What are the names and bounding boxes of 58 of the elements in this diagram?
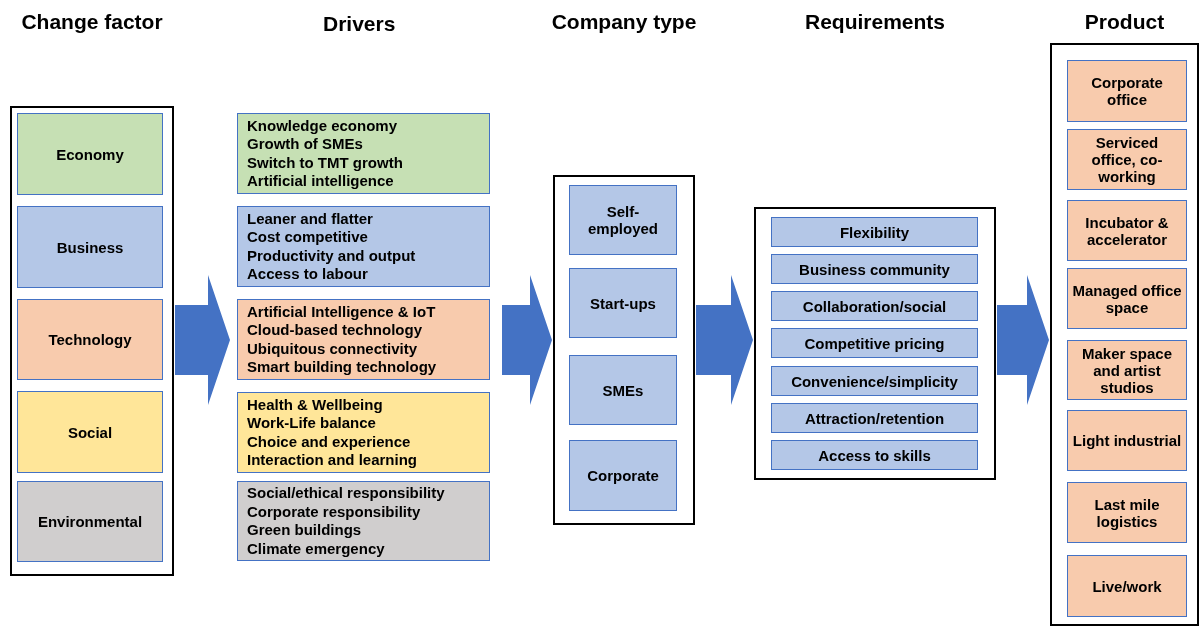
block-arrow — [175, 275, 230, 405]
driver-item: Ubiquitous connectivity — [247, 339, 418, 358]
driver-item: Choice and experience — [247, 432, 412, 451]
driver-item: Productivity and output — [247, 246, 417, 265]
driver-item: Access to labour — [247, 265, 369, 284]
driver-item: Knowledge economy — [247, 116, 399, 135]
block-arrow — [997, 275, 1049, 405]
category-box: Maker space and artist studios — [1067, 340, 1187, 400]
driver-box — [237, 299, 490, 380]
category-box: Competitive pricing — [771, 328, 978, 358]
driver-item: Cost competitive — [247, 228, 369, 247]
driver-item: Corporate responsibility — [247, 502, 422, 521]
category-box: Business — [17, 206, 163, 288]
category-box: Serviced office, co-working — [1067, 129, 1187, 190]
category-box: Light industrial — [1067, 410, 1187, 471]
driver-item: Switch to TMT growth — [247, 153, 404, 172]
category-box: Collaboration/social — [771, 291, 978, 321]
category-box: Flexibility — [771, 217, 978, 247]
column-heading: Change factor — [20, 10, 164, 34]
category-box: Live/work — [1067, 555, 1187, 617]
category-box: Technology — [17, 299, 163, 380]
driver-box — [237, 113, 490, 194]
category-box: Managed office space — [1067, 268, 1187, 329]
category-box: Start-ups — [569, 268, 677, 338]
driver-item: Work-Life balance — [247, 414, 377, 433]
column-heading: Company type — [550, 10, 698, 34]
driver-item: Leaner and flatter — [247, 209, 374, 228]
category-box: Environmental — [17, 481, 163, 562]
category-box: Corporate office — [1067, 60, 1187, 122]
category-box: Economy — [17, 113, 163, 195]
driver-item: Smart building technology — [247, 358, 438, 377]
category-box: Corporate — [569, 440, 677, 511]
driver-item: Growth of SMEs — [247, 135, 364, 154]
driver-box — [237, 392, 490, 473]
driver-item: Artificial intelligence — [247, 172, 395, 191]
driver-item: Cloud-based technology — [247, 321, 423, 340]
category-box: Incubator & accelerator — [1067, 200, 1187, 261]
category-box: Access to skills — [771, 440, 978, 470]
category-box: Last mile logistics — [1067, 482, 1187, 543]
category-box: Attraction/retention — [771, 403, 978, 433]
driver-item: Interaction and learning — [247, 451, 419, 470]
block-arrow — [696, 275, 753, 405]
column-heading: Requirements — [803, 10, 946, 34]
category-box: Social — [17, 391, 163, 473]
driver-item: Climate emergency — [247, 539, 386, 558]
category-box: Business community — [771, 254, 978, 284]
driver-item: Social/ethical responsibility — [247, 484, 446, 503]
category-box: Convenience/simplicity — [771, 366, 978, 396]
driver-item: Health & Wellbeing — [247, 395, 384, 414]
driver-box — [237, 206, 490, 287]
category-box: SMEs — [569, 355, 677, 425]
driver-box — [237, 481, 490, 561]
category-box: Self-employed — [569, 185, 677, 255]
driver-item: Green buildings — [247, 521, 363, 540]
column-heading: Drivers — [323, 12, 396, 36]
driver-item: Artificial Intelligence & IoT — [247, 302, 437, 321]
column-heading: Product — [1083, 10, 1166, 34]
block-arrow — [502, 275, 552, 405]
